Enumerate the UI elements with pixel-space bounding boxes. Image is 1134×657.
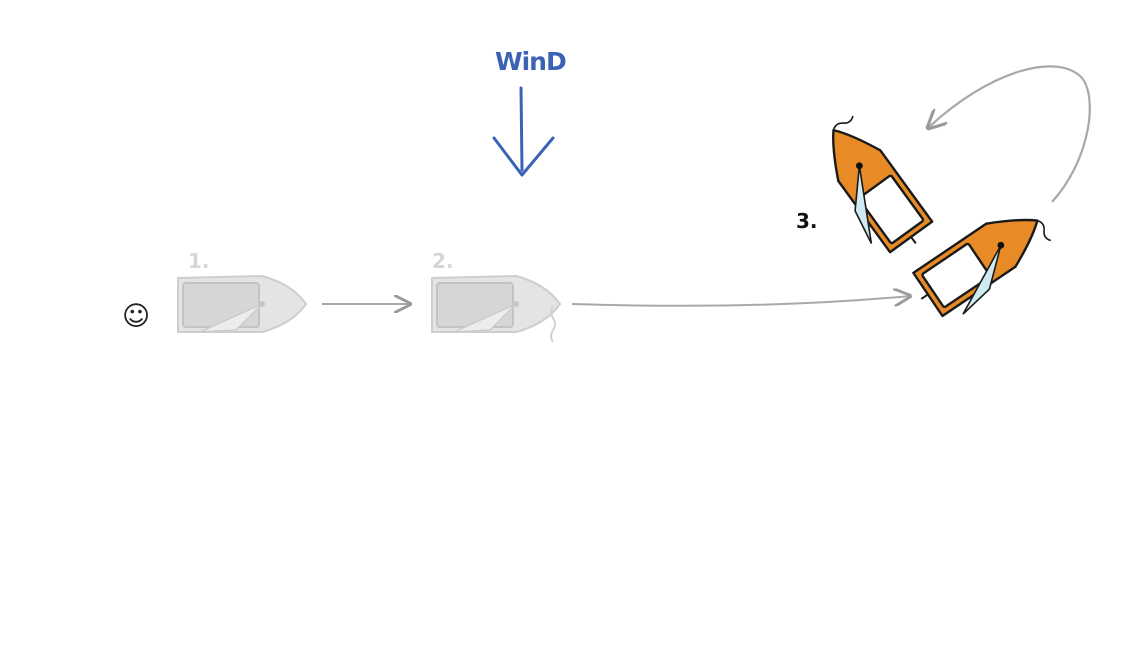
boat-step-3-lower [912,218,1052,318]
boat-step-1-ghost [177,274,308,333]
wind-arrow-icon [492,86,555,177]
arrow-2-to-3 [571,296,910,307]
tack-arrow [928,65,1091,203]
boat-step-3-upper [832,115,934,254]
wind-label: WinD [495,47,566,76]
step-2-label: 2. [432,249,454,273]
step-1-label: 1. [188,249,210,273]
step-3-label: 3. [796,209,818,233]
boat-step-2-ghost [431,274,562,343]
smiley-icon: ☺ [122,301,150,332]
